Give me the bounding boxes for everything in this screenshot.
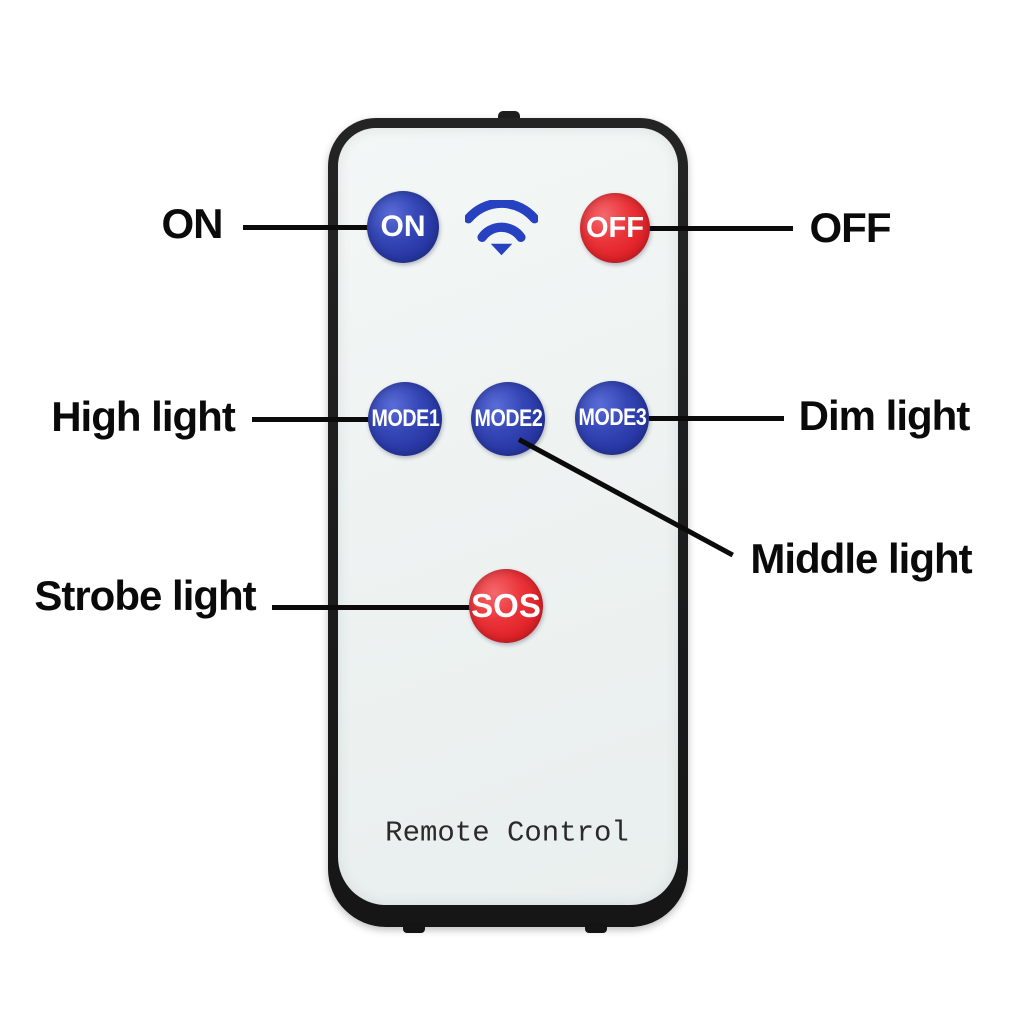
mode1-button-label: MODE1 — [371, 405, 439, 432]
callout-line-strobe-light — [272, 605, 470, 610]
wifi-signal-icon — [465, 200, 538, 256]
callout-line-dim-light — [649, 416, 784, 421]
annotation-high-light: High light — [51, 393, 236, 440]
callout-line-high-light — [252, 417, 369, 422]
mode3-button[interactable]: MODE3 — [575, 381, 649, 455]
sos-button[interactable]: SOS — [469, 569, 543, 643]
remote-bottom-notch — [403, 923, 425, 933]
annotation-strobe-light: Strobe light — [34, 572, 256, 619]
on-button[interactable]: ON — [367, 191, 439, 263]
remote-brand-text: Remote Control — [385, 816, 629, 850]
off-button-label: OFF — [586, 211, 644, 244]
mode2-button[interactable]: MODE2 — [471, 382, 545, 456]
off-button[interactable]: OFF — [580, 193, 650, 263]
sos-button-label: SOS — [471, 587, 541, 624]
remote-bottom-notch — [585, 923, 607, 933]
on-button-label: ON — [380, 210, 426, 243]
annotation-middle-light: Middle light — [750, 535, 972, 582]
annotation-on: ON — [161, 200, 224, 247]
callout-line-off — [649, 226, 793, 231]
callout-line-on — [243, 225, 369, 230]
mode2-button-label: MODE2 — [474, 405, 542, 432]
mode3-button-label: MODE3 — [578, 404, 646, 431]
annotation-off: OFF — [809, 204, 892, 251]
annotation-dim-light: Dim light — [798, 392, 971, 439]
mode1-button[interactable]: MODE1 — [368, 382, 442, 456]
